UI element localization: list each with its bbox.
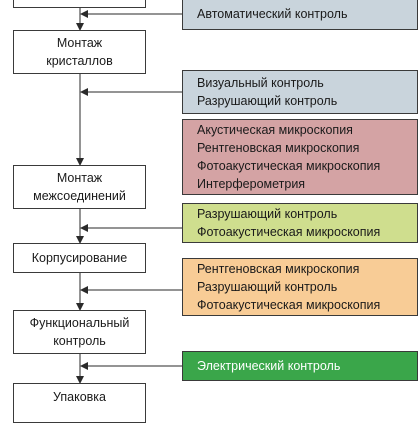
- inspection-method-label: Интерферометрия: [197, 177, 306, 191]
- process-step-top-cut: [13, 0, 146, 8]
- process-step-label: Корпусирование: [31, 251, 128, 265]
- inspection-method-label: Разрушающий контроль: [197, 94, 338, 108]
- inspection-method-label: Автоматический контроль: [197, 7, 348, 21]
- inspection-method-label: Фотоакустическая микроскопия: [197, 298, 381, 312]
- process-step-interconnect: Монтаж межсоединений: [13, 165, 146, 209]
- process-step-packaging: Корпусирование: [13, 243, 146, 273]
- inspection-box-automatic: Автоматический контроль: [182, 0, 418, 30]
- inspection-box-electrical: Электрический контроль: [182, 351, 418, 381]
- inspection-method-label: Фотоакустическая микроскопия: [197, 159, 381, 173]
- process-step-label: Функциональный: [29, 316, 130, 330]
- inspection-method-label: Рентгеновская микроскопия: [197, 141, 360, 155]
- process-step-label: межсоединений: [33, 189, 126, 203]
- inspection-method-label: Рентгеновская микроскопия: [197, 262, 360, 276]
- process-flow-diagram: Монтаж кристаллов Монтаж межсоединений К…: [13, 0, 418, 423]
- process-step-die-attach: Монтаж кристаллов: [13, 30, 146, 74]
- process-step-label: Монтаж: [56, 171, 103, 185]
- inspection-box-microscopy: Акустическая микроскопия Рентгеновская м…: [182, 119, 418, 195]
- process-step-functional-test: Функциональный контроль: [13, 310, 146, 354]
- inspection-method-label: Акустическая микроскопия: [197, 123, 353, 137]
- inspection-box-visual-destructive: Визуальный контроль Разрушающий контроль: [182, 70, 418, 114]
- inspection-method-label: Фотоакустическая микроскопия: [197, 225, 381, 239]
- process-step-label: Упаковка: [53, 390, 106, 404]
- process-step-label: контроль: [53, 334, 106, 348]
- process-step-label: кристаллов: [46, 54, 113, 68]
- inspection-method-label: Электрический контроль: [197, 359, 341, 373]
- inspection-box-destructive-photoacoustic: Разрушающий контроль Фотоакустическая ми…: [182, 203, 418, 243]
- connector-lines: [76, 8, 182, 384]
- inspection-method-label: Визуальный контроль: [197, 76, 324, 90]
- inspection-box-packaging-tests: Рентгеновская микроскопия Разрушающий ко…: [182, 258, 418, 316]
- inspection-method-label: Разрушающий контроль: [197, 207, 338, 221]
- inspection-method-label: Разрушающий контроль: [197, 280, 338, 294]
- process-step-pack: Упаковка: [13, 383, 146, 423]
- process-step-label: Монтаж: [56, 36, 103, 50]
